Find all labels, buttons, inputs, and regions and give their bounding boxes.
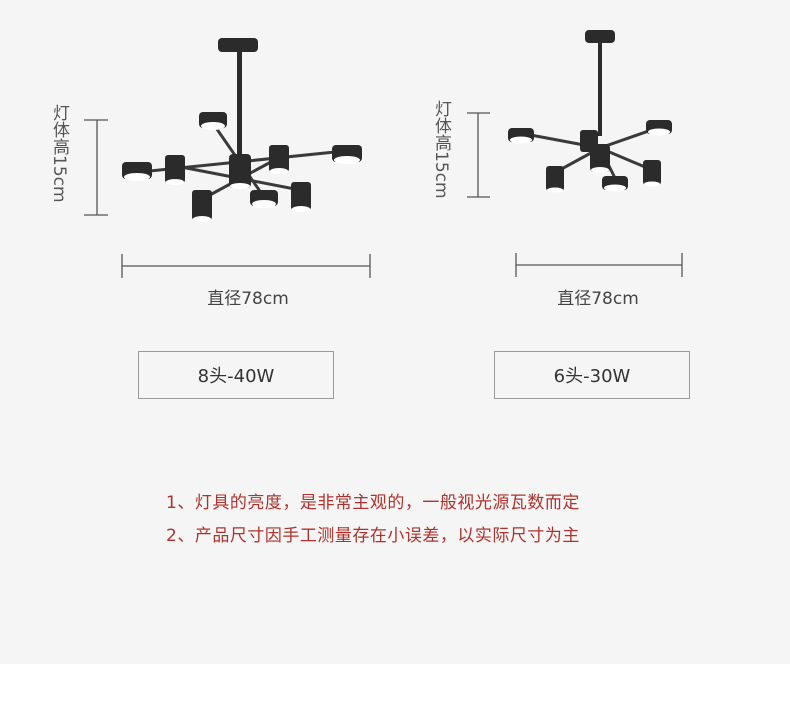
dimension-graphics <box>84 30 683 278</box>
left-diameter-label: 直径78cm <box>207 289 289 309</box>
lamp-6-head-illustration <box>508 30 672 193</box>
right-spec-label: 6头-30W <box>553 366 631 387</box>
right-height-label: 灯体高15cm <box>431 100 451 199</box>
note-size-error: 2、产品尺寸因手工测量存在小误差，以实际尺寸为主 <box>166 526 580 546</box>
left-spec-label: 8头-40W <box>197 366 275 387</box>
note-brightness: 1、灯具的亮度，是非常主观的，一般视光源瓦数而定 <box>166 493 580 513</box>
lamp-8-head-illustration <box>122 38 362 222</box>
right-diameter-label: 直径78cm <box>557 289 639 309</box>
left-spec-box: 8头-40W <box>138 351 334 399</box>
product-spec-panel: 灯体高15cm 直径78cm 8头-40W 灯体高15cm 直径78cm 6头-… <box>49 30 690 546</box>
right-spec-box: 6头-30W <box>494 351 690 399</box>
left-height-label: 灯体高15cm <box>49 104 69 203</box>
